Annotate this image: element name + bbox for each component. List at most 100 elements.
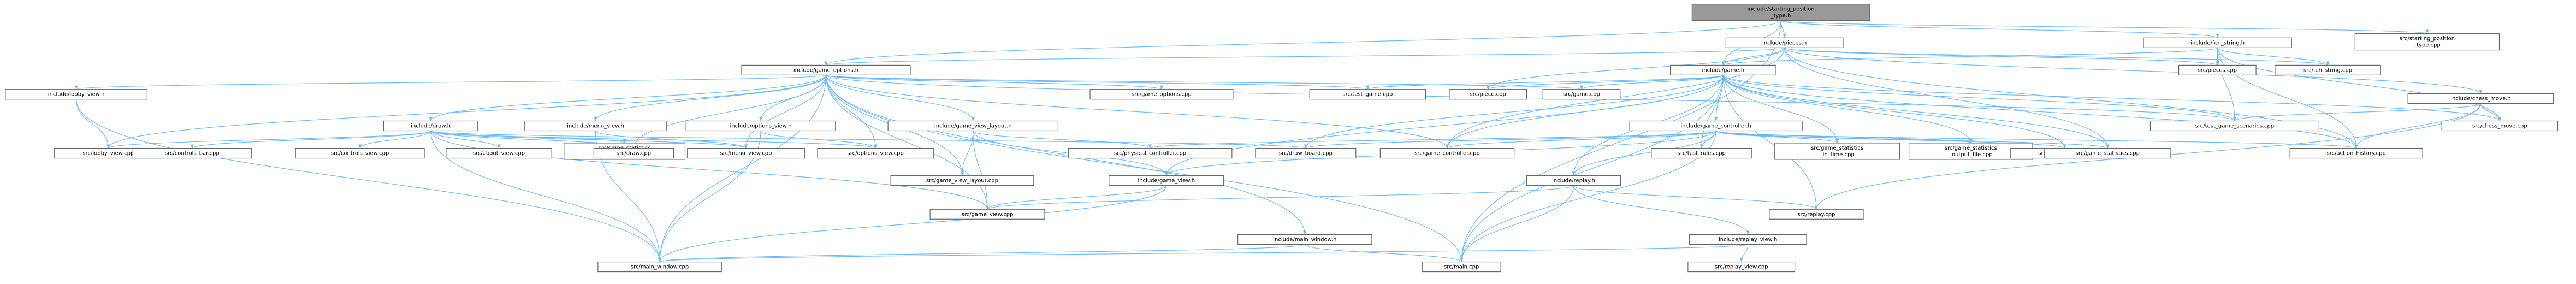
graph-node[interactable]: src/game.cpp [1542,89,1621,100]
dependency-edge [190,130,431,149]
graph-node[interactable]: src/pieces.cpp [2178,64,2257,76]
dependency-edge [632,75,827,149]
graph-node[interactable]: include/draw.h [383,120,478,132]
dependency-edge [825,74,1369,90]
graph-node[interactable]: src/controls_view.cpp [295,147,425,159]
node-box [1725,37,1844,48]
node-label: include/options_view.h [730,123,791,129]
node-label: src/game_view_layout.cpp [926,178,998,184]
node-box [929,209,1045,220]
node-label: src/game_statistics [1811,145,1863,151]
graph-node[interactable]: include/game.h [1670,64,1776,76]
graph-node[interactable]: include/starting_position_type.h [1691,4,1870,21]
graph-node[interactable]: src/game_statistics.cpp [2044,147,2171,159]
node-label: src/controls_view.cpp [331,151,389,157]
graph-node[interactable]: include/game_view_layout.h [887,120,1059,132]
node-box [446,147,552,159]
graph-node[interactable]: src/main_window.cpp [597,261,722,273]
graph-node[interactable]: src/test_rules.cpp [1651,147,1752,159]
graph-node[interactable]: src/game_options.cpp [1089,89,1234,100]
dependency-edge [1366,74,1724,90]
graph-node[interactable]: include/replay_view.h [1689,234,1807,245]
node-box [1379,147,1515,159]
graph-node[interactable]: include/main_window.h [1237,234,1372,245]
graph-node[interactable]: src/main.cpp [1422,261,1501,273]
graph-node[interactable]: src/fen_string.cpp [2275,64,2381,76]
dependency-edge [1304,244,1464,263]
dependency-edge [1721,47,2218,66]
graph-node[interactable]: src/starting_position_type.cpp [2354,33,2500,51]
node-box [2407,93,2554,104]
node-label: src/physical_controller.cpp [1114,151,1186,157]
node-label: include/draw.h [411,123,451,129]
dependency-edge [2217,48,2502,121]
node-box [2441,120,2559,132]
dependency-edge [358,131,431,149]
graph-node[interactable]: src/action_history.cpp [2289,147,2423,159]
graph-node[interactable]: src/test_game.cpp [1309,89,1426,100]
node-label: include/fen_string.h [2190,40,2245,46]
graph-node[interactable]: src/piece.cpp [1449,89,1527,100]
graph-node[interactable]: src/menu_view.cpp [687,147,805,159]
node-label: src/test_game.cpp [1342,92,1393,98]
node-label: _type.h [1770,13,1791,19]
dependency-edge [973,130,1152,149]
node-box [1629,120,1803,132]
graph-node[interactable]: include/options_view.h [685,120,836,132]
dependency-edge [1784,47,2219,66]
node-box [741,64,911,76]
graph-node[interactable]: include/game_options.h [741,64,911,76]
node-label: include/game_options.h [793,67,858,73]
graph-node[interactable]: include/menu_view.h [524,120,667,132]
graph-node[interactable]: src/test_game_scenarios.cpp [2149,120,2320,132]
graph-node[interactable]: src/game_view.cpp [929,209,1045,220]
dependency-edge [1573,185,1818,210]
node-box [1237,234,1372,245]
node-label: src/test_game_scenarios.cpp [2195,123,2274,129]
graph-node[interactable]: src/game_statistics_in_time.cpp [1774,143,1900,160]
dependency-edge [1715,130,1973,144]
dependency-edge [2480,103,2502,121]
graph-node[interactable]: src/replay_view.cpp [1687,261,1796,273]
node-label: src/test_rules.cpp [1678,151,1726,157]
dependency-edge [825,47,1785,66]
graph-node[interactable]: include/chess_move.h [2407,93,2554,104]
graph-node[interactable]: src/chess_move.cpp [2441,120,2559,132]
graph-node[interactable]: src/game_controller.cpp [1379,147,1515,159]
graph-node[interactable]: include/lobby_view.h [5,89,147,100]
graph-node[interactable]: src/draw_board.cpp [1255,147,1357,159]
dependency-edge [1780,20,1786,38]
node-box [1449,89,1527,100]
graph-node[interactable]: src/about_view.cpp [446,147,552,159]
dependency-edge [1460,75,1724,262]
node-label: src/piece.cpp [1470,92,1506,98]
dependency-edge [1722,74,2502,121]
graph-node[interactable]: include/replay.h [1526,175,1621,186]
dependency-edge [1715,130,2110,149]
dependency-edge [825,75,1307,235]
dependency-edge [1784,48,2358,149]
graph-node[interactable]: include/game_controller.h [1629,120,1803,132]
node-label: src/controls_bar.cpp [165,151,220,157]
dependency-edge [1304,75,1724,149]
node-label: _type.cpp [2413,43,2441,49]
node-label: src/game_statistics.cpp [2076,151,2140,157]
node-label: src/main_window.cpp [631,264,689,270]
graph-node[interactable]: include/pieces.h [1725,37,1844,48]
dependency-edge [658,185,1167,262]
graph-node[interactable]: src/options_view.cpp [817,147,934,159]
graph-node[interactable]: include/game_view.h [1109,175,1224,186]
node-label: _in_time.cpp [1820,152,1855,158]
graph-node[interactable]: src/physical_controller.cpp [1068,147,1233,159]
dependency-edge [2233,103,2481,121]
dependency-edge [76,99,661,262]
graph-node[interactable]: src/game_view_layout.cpp [890,175,1034,186]
node-box [593,147,674,159]
node-box [1422,261,1501,273]
node-label: include/pieces.h [1762,40,1807,46]
graph-node[interactable]: src/draw.cpp [593,147,674,159]
graph-node[interactable]: src/replay.cpp [1769,209,1864,220]
graph-node[interactable]: src/controls_bar.cpp [132,147,252,159]
graph-node[interactable]: include/fen_string.h [2143,37,2292,48]
dependency-edge [430,130,748,149]
